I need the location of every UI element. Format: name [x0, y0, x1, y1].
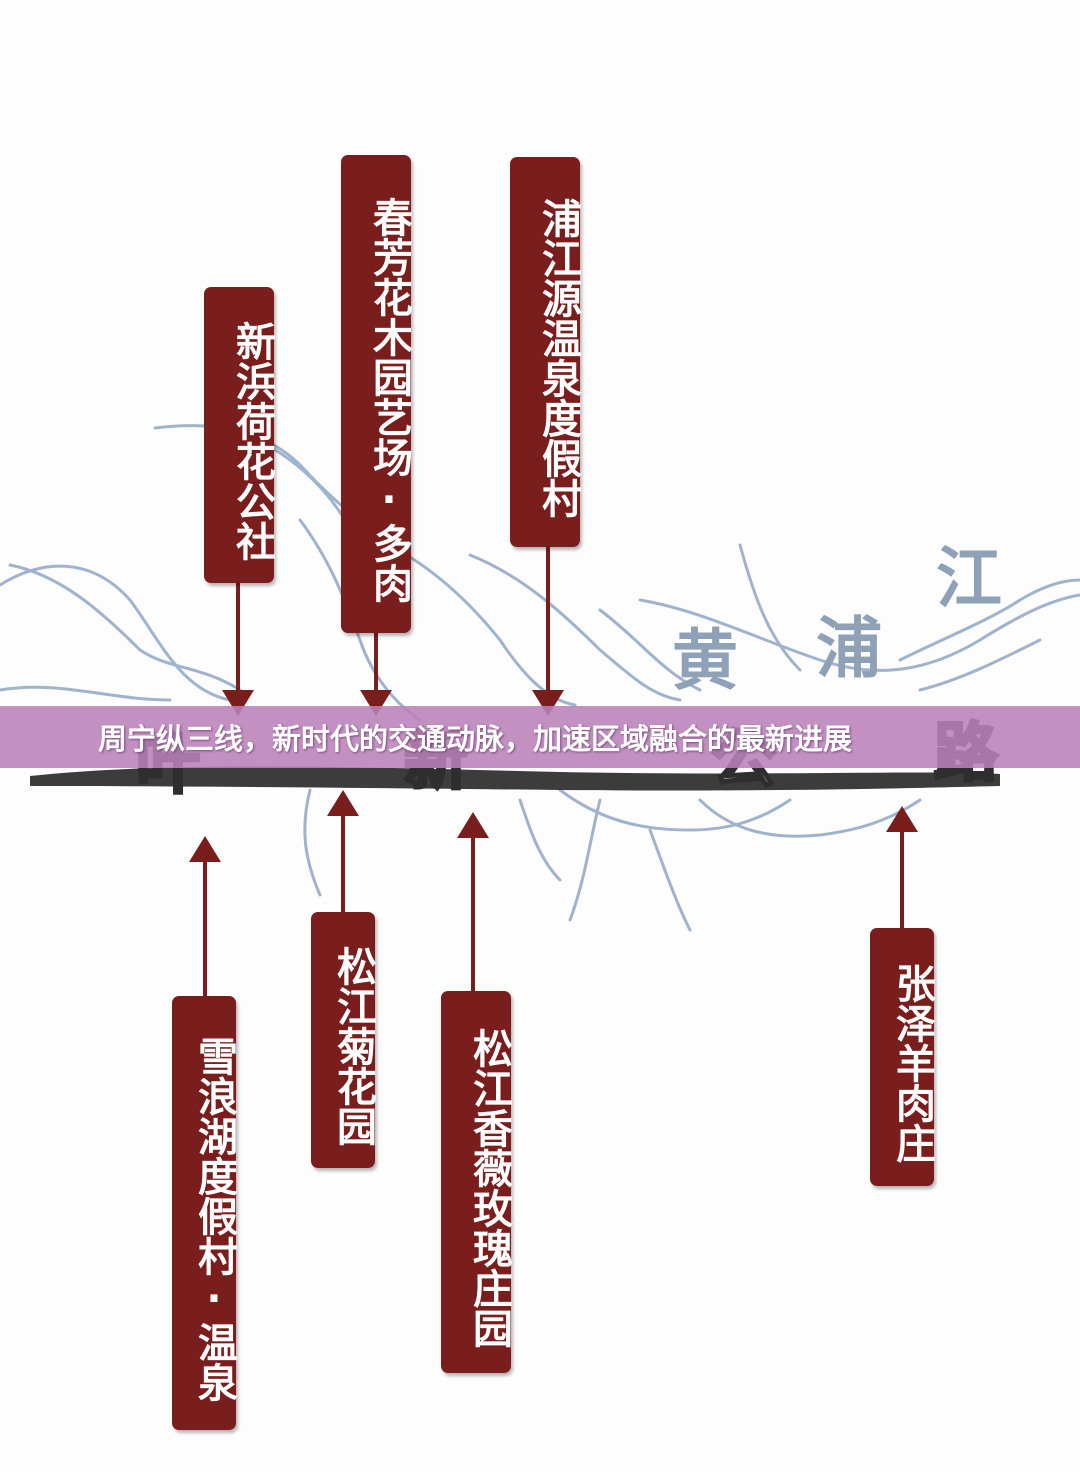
river-line — [638, 593, 1080, 672]
arrow-head — [327, 790, 359, 816]
river-line — [0, 685, 172, 702]
river-line — [648, 828, 692, 932]
region-label-huang: 黄 — [672, 622, 738, 699]
river-line — [698, 798, 922, 838]
river-line — [303, 788, 322, 897]
river-line — [738, 543, 802, 672]
river-line — [8, 563, 242, 692]
spot-xuelang-lake: 雪浪湖度假村·温泉 — [172, 996, 237, 1430]
arrow-head — [457, 812, 489, 838]
road-stroke — [30, 766, 1000, 791]
river-line — [598, 608, 702, 692]
spot-xinbang-lotus: 新浜荷花公社 — [204, 287, 275, 583]
arrow-head — [532, 690, 564, 716]
spot-pujiangyuan-hotspring: 浦江源温泉度假村 — [510, 157, 581, 547]
river-line — [568, 798, 602, 922]
river-line — [0, 564, 232, 702]
caption-banner: 周宁纵三线，新时代的交通动脉，加速区域融合的最新进展 — [0, 706, 1080, 768]
caption-text: 周宁纵三线，新时代的交通动脉，加速区域融合的最新进展 — [98, 722, 853, 756]
river-line — [558, 788, 792, 832]
arrow-head — [222, 690, 254, 716]
river-line — [898, 578, 1080, 662]
spot-zhangze-mutton: 张泽羊肉庄 — [870, 928, 935, 1186]
spot-chunfang-nursery: 春芳花木园艺场·多肉 — [341, 155, 412, 633]
river-line — [518, 798, 562, 882]
region-label-jiang: 江 — [936, 540, 1002, 617]
region-label-pu: 浦 — [816, 610, 882, 687]
arrow-head — [189, 836, 221, 862]
arrow-head — [886, 806, 918, 832]
river-line — [918, 638, 1042, 692]
river-line — [468, 553, 682, 702]
spot-songjiang-chrysanthemum: 松江菊花园 — [311, 912, 376, 1168]
arrow-head — [360, 690, 392, 716]
river-line — [298, 518, 422, 722]
spot-songjiang-rose-manor: 松江香薇玫瑰庄园 — [441, 991, 512, 1373]
